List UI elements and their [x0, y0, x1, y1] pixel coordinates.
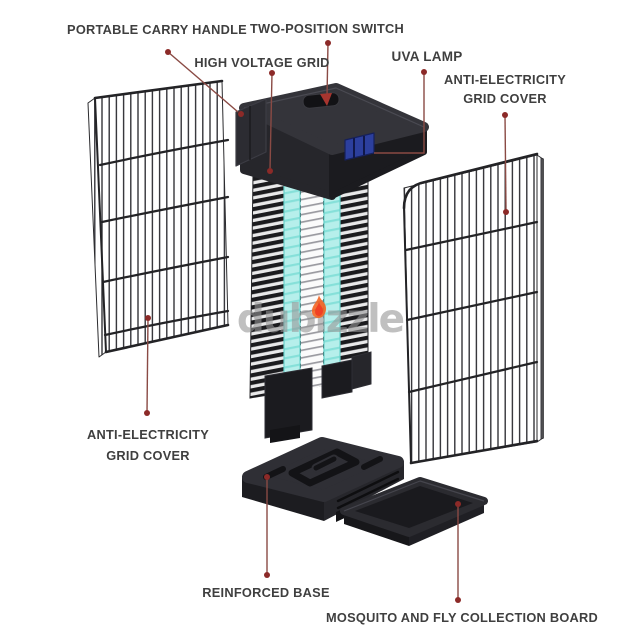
label-uva-lamp: UVA LAMP — [391, 49, 463, 64]
switch-arrowhead — [320, 93, 332, 106]
leader-hv-grid — [269, 72, 273, 171]
leader-dots — [144, 40, 509, 603]
label-right-grid-cover-line2: GRID COVER — [463, 91, 547, 107]
uva-tube-left — [283, 163, 301, 397]
watermark-flame-icon — [311, 295, 327, 318]
carry-handle — [235, 98, 267, 167]
leader-uva-lamp — [374, 72, 425, 154]
leader-switch — [326, 42, 329, 98]
label-left-grid-cover-line2: GRID COVER — [106, 448, 190, 464]
label-high-voltage-grid: HIGH VOLTAGE GRID — [194, 55, 330, 70]
leader-carry-handle — [167, 51, 239, 113]
label-two-position-switch: TWO-POSITION SWITCH — [249, 21, 405, 36]
device-head — [235, 83, 429, 200]
leader-right-cover — [504, 114, 507, 212]
label-left-grid-cover: ANTI-ELECTRICITY GRID COVER — [87, 424, 209, 466]
right-grid-cover — [402, 152, 544, 465]
reinforced-base — [242, 437, 404, 522]
label-left-grid-cover-line1: ANTI-ELECTRICITY — [86, 427, 210, 442]
label-reinforced-base: REINFORCED BASE — [202, 585, 330, 600]
label-carry-handle: PORTABLE CARRY HANDLE — [67, 22, 247, 37]
label-right-grid-cover: ANTI-ELECTRICITY GRID COVER — [444, 70, 566, 108]
collection-board — [340, 477, 488, 546]
label-collection-board: MOSQUITO AND FLY COLLECTION BOARD — [325, 610, 599, 625]
uva-lamp-holder — [344, 132, 375, 161]
device-feet — [264, 351, 372, 443]
left-grid-cover — [87, 79, 230, 358]
label-right-grid-cover-line1: ANTI-ELECTRICITY — [443, 72, 567, 87]
leader-left-cover — [146, 317, 149, 414]
leader-lines — [146, 42, 507, 600]
